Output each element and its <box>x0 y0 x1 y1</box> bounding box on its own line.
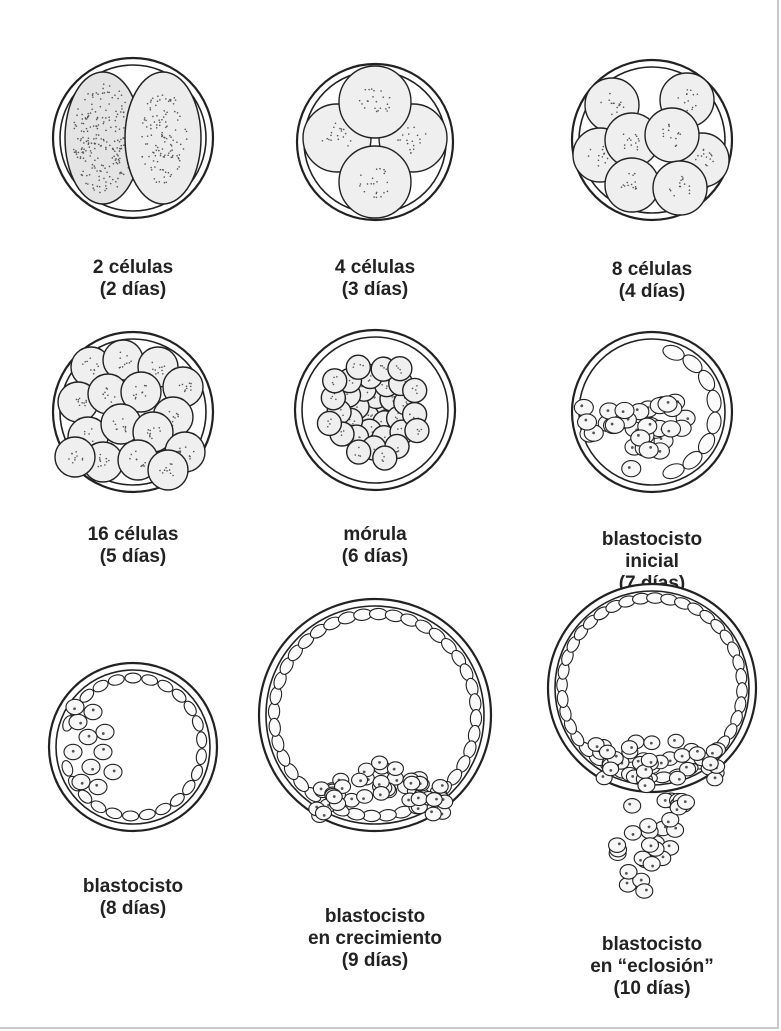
stage-label-line: mórula <box>343 524 407 545</box>
cell <box>82 759 100 774</box>
cell <box>643 857 660 871</box>
cell <box>69 714 87 729</box>
morula-cell <box>388 357 412 381</box>
cell <box>574 399 593 415</box>
stage-label-line: (9 días) <box>342 950 409 971</box>
cell <box>94 744 112 759</box>
cell <box>339 66 411 138</box>
cell <box>425 807 441 821</box>
stage-label-line: en “eclosión” <box>590 956 714 977</box>
stage-morula: mórula(6 días) <box>295 330 455 567</box>
stage-blastocyst: blastocisto(8 días) <box>49 663 217 919</box>
cell <box>661 421 680 437</box>
cell <box>669 771 685 785</box>
stage-4-cells: 4 células(3 días) <box>297 64 453 300</box>
morula-cell <box>347 440 371 464</box>
stage-label-line: en crecimiento <box>308 928 442 949</box>
cell <box>104 764 122 779</box>
stage-label-line: 8 células <box>612 259 692 280</box>
cell <box>641 753 657 767</box>
cell <box>689 747 705 761</box>
stage-2-cells: 2 células(2 días) <box>53 58 213 300</box>
stage-label-line: blastocisto <box>602 934 702 955</box>
stage-label-line: (8 días) <box>100 898 167 919</box>
stage-label-line: blastocisto <box>325 906 425 927</box>
cell <box>653 161 707 215</box>
blastomere <box>125 72 201 204</box>
cell <box>357 790 373 804</box>
stage-label-line: (5 días) <box>100 546 167 567</box>
stage-label-line: blastocisto <box>602 529 702 550</box>
cell <box>373 787 389 801</box>
cell <box>432 780 448 794</box>
cell <box>84 704 102 719</box>
cell <box>624 826 641 840</box>
cell <box>668 734 684 748</box>
cell <box>72 774 90 789</box>
stage-8-cells: 8 células(4 días) <box>572 60 732 302</box>
cell <box>578 414 597 430</box>
cell <box>639 442 658 458</box>
cell <box>620 865 637 879</box>
cell <box>599 745 615 759</box>
cell <box>89 779 107 794</box>
trophoblast-cell <box>125 673 141 683</box>
cell <box>603 762 619 776</box>
stage-label-line: inicial <box>625 551 679 572</box>
cell <box>658 396 677 412</box>
stage-label-line: (3 días) <box>342 279 409 300</box>
stage-label-line: 2 células <box>93 257 173 278</box>
cell <box>638 778 655 792</box>
cell <box>615 402 634 418</box>
morula-cell <box>323 369 347 393</box>
stage-label-line: (6 días) <box>342 546 409 567</box>
morula-cell <box>373 446 397 470</box>
cell <box>148 450 188 490</box>
stage-label-line: blastocisto <box>83 876 183 897</box>
cell <box>621 741 637 755</box>
cell <box>624 799 641 813</box>
stage-label-line: (4 días) <box>619 281 686 302</box>
cell <box>66 699 84 714</box>
cell <box>426 793 442 807</box>
cell <box>622 461 641 477</box>
stage-label-line: 4 células <box>335 257 415 278</box>
morula-cell <box>403 378 427 402</box>
stage-16-cells: 16 células(5 días) <box>53 332 213 567</box>
cell <box>609 838 626 852</box>
cell <box>96 724 114 739</box>
morula-cell <box>405 419 429 443</box>
trophoblast-cell <box>122 811 138 821</box>
cell <box>315 806 331 820</box>
stage-label-line: (10 días) <box>613 978 690 999</box>
cell <box>636 884 653 898</box>
morula-cell <box>346 355 370 379</box>
stage-label-line: (2 días) <box>100 279 167 300</box>
cell <box>706 744 722 758</box>
cell <box>702 757 718 771</box>
cell <box>645 108 699 162</box>
cell <box>339 146 411 218</box>
stage-label-line: 16 células <box>88 524 179 545</box>
cell <box>605 417 624 433</box>
